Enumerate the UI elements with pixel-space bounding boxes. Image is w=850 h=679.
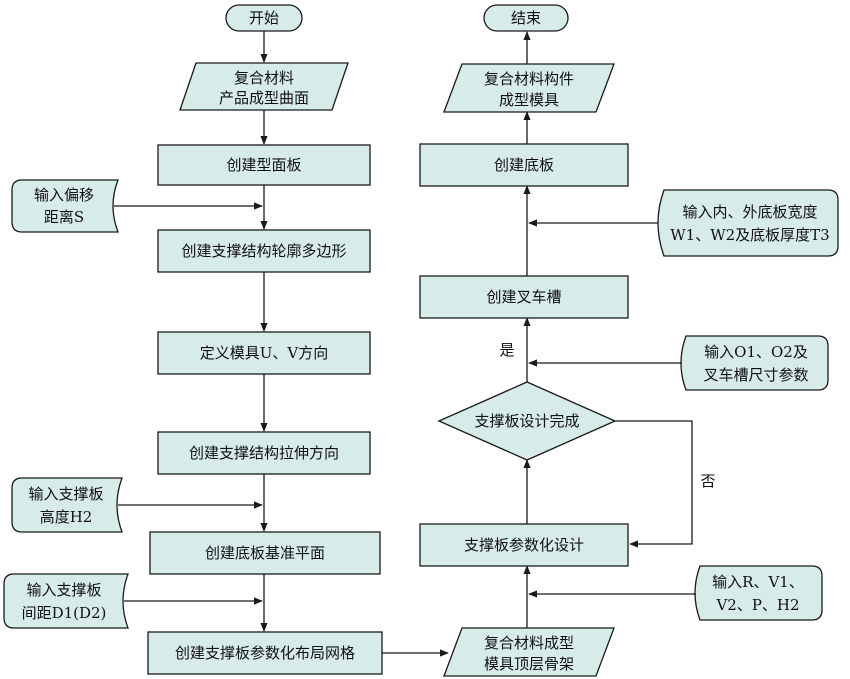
- create-base-label: 创建底板: [494, 156, 554, 174]
- input-spacing-node: 输入支撑板 间距D1(D2): [3, 573, 129, 629]
- output-mold-line2: 成型模具: [499, 91, 559, 109]
- input-spacing-line2: 间距D1(D2): [22, 604, 107, 622]
- input-width-line1: 输入内、外底板宽度: [682, 203, 817, 221]
- decision-label: 支撑板设计完成: [474, 412, 579, 430]
- input-params-line1: 输入R、V1、: [712, 573, 804, 591]
- input-offset-node: 输入偏移 距离S: [11, 179, 119, 233]
- create-polygon-node: 创建支撑结构轮廓多边形: [157, 229, 371, 273]
- create-fork-label: 创建叉车槽: [486, 288, 561, 306]
- input-height-line2: 高度H2: [40, 508, 93, 526]
- define-uv-label: 定义模具U、V方向: [200, 344, 328, 362]
- input-params-node: 输入R、V1、 V2、P、H2: [694, 565, 823, 621]
- input-width-line2: W1、W2及底板厚度T3: [670, 226, 829, 244]
- create-base-plane-label: 创建底板基准平面: [205, 544, 325, 562]
- output-mold-node: 复合材料构件 成型模具: [443, 63, 615, 113]
- yes-label: 是: [499, 341, 514, 359]
- skeleton-line2: 模具顶层骨架: [484, 655, 574, 673]
- no-label: 否: [700, 472, 715, 490]
- create-stretch-node: 创建支撑结构拉伸方向: [157, 431, 371, 475]
- input-o-line1: 输入O1、O2及: [704, 343, 808, 361]
- create-polygon-label: 创建支撑结构轮廓多边形: [181, 242, 346, 260]
- skeleton-line1: 复合材料成型: [484, 634, 574, 652]
- skeleton-node: 复合材料成型 模具顶层骨架: [443, 627, 615, 677]
- create-grid-label: 创建支撑板参数化布局网格: [175, 644, 355, 662]
- input-o-line2: 叉车槽尺寸参数: [703, 366, 808, 384]
- input-height-node: 输入支撑板 高度H2: [11, 477, 123, 533]
- start-label: 开始: [249, 9, 279, 27]
- define-uv-node: 定义模具U、V方向: [157, 331, 371, 375]
- input-params-line2: V2、P、H2: [715, 596, 799, 614]
- input-surface-line1: 复合材料: [234, 69, 294, 87]
- input-surface-line2: 产品成型曲面: [219, 89, 309, 107]
- create-stretch-label: 创建支撑结构拉伸方向: [189, 444, 339, 462]
- input-spacing-line1: 输入支撑板: [26, 581, 101, 599]
- create-fork-node: 创建叉车槽: [419, 275, 629, 319]
- create-panel-label: 创建型面板: [226, 156, 301, 174]
- end-label: 结束: [511, 9, 541, 27]
- output-mold-line1: 复合材料构件: [484, 70, 574, 88]
- create-grid-node: 创建支撑板参数化布局网格: [147, 631, 383, 675]
- param-design-label: 支撑板参数化设计: [464, 536, 584, 554]
- start-terminal: 开始: [225, 4, 303, 32]
- create-base-plane-node: 创建底板基准平面: [149, 531, 381, 575]
- create-panel-node: 创建型面板: [157, 144, 371, 186]
- input-o-node: 输入O1、O2及 叉车槽尺寸参数: [680, 335, 829, 391]
- input-offset-line2: 距离S: [44, 208, 84, 226]
- input-surface-node: 复合材料 产品成型曲面: [179, 62, 349, 111]
- input-offset-line1: 输入偏移: [34, 186, 94, 204]
- input-height-line1: 输入支撑板: [28, 485, 103, 503]
- decision-node: 支撑板设计完成: [437, 381, 617, 461]
- end-terminal: 结束: [483, 4, 569, 32]
- param-design-node: 支撑板参数化设计: [419, 523, 629, 567]
- create-base-node: 创建底板: [419, 143, 629, 187]
- input-width-node: 输入内、外底板宽度 W1、W2及底板厚度T3: [657, 189, 839, 257]
